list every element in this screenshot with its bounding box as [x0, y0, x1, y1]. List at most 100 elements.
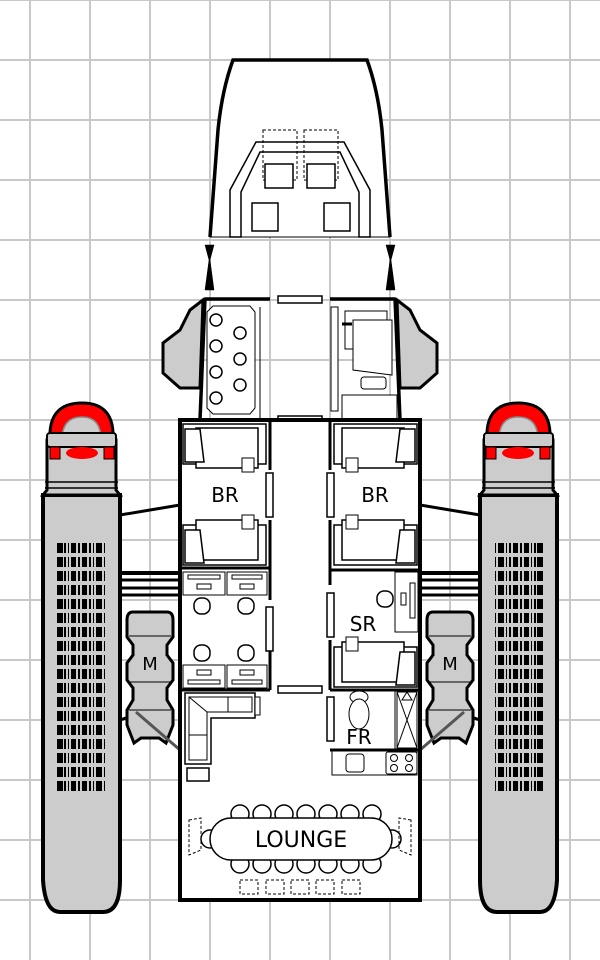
vent-slat	[96, 627, 102, 637]
vent-slat	[68, 697, 69, 707]
vent-slat	[78, 711, 80, 721]
vent-slat	[89, 669, 91, 679]
vent-slat	[68, 753, 69, 763]
vent-slat	[71, 655, 76, 665]
vent-slat	[57, 557, 63, 567]
vent-slat	[93, 543, 94, 553]
vent-slat	[82, 599, 87, 609]
room-label-bedroom-right: BR	[361, 483, 389, 507]
vent-slat	[89, 557, 91, 567]
vent-slat	[68, 781, 69, 791]
vent-slat	[71, 585, 76, 595]
vent-slat	[104, 585, 105, 595]
vent-slat	[104, 711, 105, 721]
vent-slat	[71, 753, 76, 763]
vent-slat	[71, 613, 76, 623]
vent-slat	[68, 613, 69, 623]
vent-slat	[64, 655, 66, 665]
vent-slat	[64, 571, 66, 581]
vent-slat	[89, 767, 91, 777]
vent-slat	[64, 739, 66, 749]
vent-slat	[89, 711, 91, 721]
vent-slat	[96, 655, 102, 665]
vent-slat	[64, 725, 66, 735]
vent-slat	[93, 613, 94, 623]
vent-slat	[104, 599, 105, 609]
vent-slat	[82, 711, 87, 721]
vent-slat	[57, 669, 63, 679]
vent-slat	[64, 767, 66, 777]
vent-slat	[57, 753, 63, 763]
vent-slat	[78, 753, 80, 763]
vent-slat	[68, 543, 69, 553]
vent-slat	[71, 683, 76, 693]
module-left	[125, 610, 181, 752]
vent-slat	[68, 767, 69, 777]
vent-slat	[104, 557, 105, 567]
vent-slat	[96, 613, 102, 623]
vent-slat	[104, 669, 105, 679]
vent-slat	[89, 641, 91, 651]
vent-slat	[64, 557, 66, 567]
vent-slat	[78, 697, 80, 707]
vent-slat	[71, 599, 76, 609]
vent-slat	[96, 543, 102, 553]
vent-slat	[93, 781, 94, 791]
vent-slat	[78, 781, 80, 791]
vent-slat	[104, 781, 105, 791]
vent-slat	[71, 739, 76, 749]
vent-slat	[64, 613, 66, 623]
vent-slat	[89, 543, 91, 553]
vent-slat	[78, 725, 80, 735]
vent-slat	[64, 585, 66, 595]
vent-slat	[89, 613, 91, 623]
vent-slat	[64, 543, 66, 553]
vent-slat	[96, 739, 102, 749]
vent-slat	[64, 781, 66, 791]
vent-slat	[89, 599, 91, 609]
vent-slat	[57, 725, 63, 735]
vent-slat	[104, 655, 105, 665]
module-label-left: M	[142, 654, 158, 675]
vent-slat	[78, 683, 80, 693]
vent-slat	[96, 571, 102, 581]
vent-slat	[96, 557, 102, 567]
vent-slat	[104, 739, 105, 749]
module-label-right: M	[442, 654, 458, 675]
vent-slat	[96, 753, 102, 763]
vent-slat	[104, 571, 105, 581]
vent-slat	[93, 585, 94, 595]
vent-slat	[78, 571, 80, 581]
vent-slat	[89, 627, 91, 637]
vent-slat	[78, 627, 80, 637]
vent-slat	[57, 585, 63, 595]
vent-slat	[78, 557, 80, 567]
vent-slat	[68, 725, 69, 735]
vent-slat	[93, 683, 94, 693]
vent-slat	[89, 753, 91, 763]
vent-slat	[68, 683, 69, 693]
vent-slat	[104, 753, 105, 763]
vent-slat	[68, 669, 69, 679]
vent-slat	[96, 683, 102, 693]
vent-slat	[78, 585, 80, 595]
vent-slat	[82, 585, 87, 595]
vent-slat	[57, 781, 63, 791]
vent-slat	[71, 669, 76, 679]
vent-slat	[89, 781, 91, 791]
vent-slat	[71, 627, 76, 637]
vent-slat	[96, 641, 102, 651]
vent-slat	[68, 739, 69, 749]
vent-slat	[93, 571, 94, 581]
vent-slat	[57, 599, 63, 609]
vent-slat	[96, 585, 102, 595]
vent-slat	[57, 767, 63, 777]
vent-slat	[64, 683, 66, 693]
vent-slat	[82, 753, 87, 763]
room-label-lounge: LOUNGE	[255, 828, 347, 853]
vent-slat	[93, 641, 94, 651]
vent-slat	[78, 669, 80, 679]
vent-slat	[68, 627, 69, 637]
vent-slat	[68, 641, 69, 651]
vent-slat	[96, 781, 102, 791]
